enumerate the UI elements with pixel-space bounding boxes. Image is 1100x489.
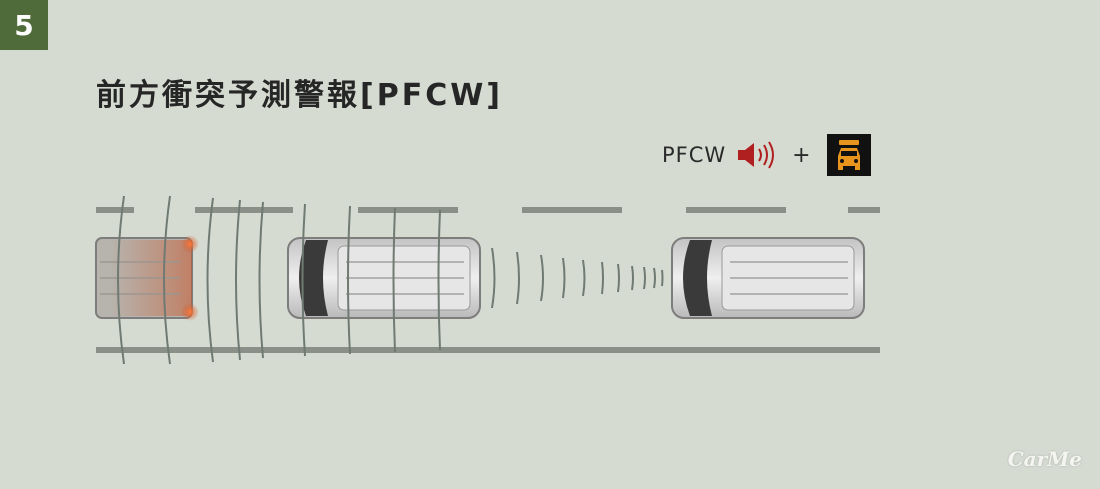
carme-watermark-logo: CarMe — [1007, 447, 1082, 471]
legend-plus: + — [792, 142, 811, 168]
speaker-sound-icon — [738, 141, 775, 169]
front-vehicle — [671, 237, 865, 319]
dash-6 — [848, 207, 880, 213]
dash-1 — [96, 207, 134, 213]
alert-legend: PFCW + — [662, 134, 871, 176]
radar-waves-front — [491, 247, 664, 309]
dash-2 — [195, 207, 293, 213]
dash-3 — [358, 207, 458, 213]
rear-vehicle — [95, 235, 199, 321]
legend-label: PFCW — [662, 143, 727, 167]
own-vehicle — [287, 237, 481, 319]
lane-markings — [96, 207, 880, 353]
step-number: 5 — [14, 8, 34, 42]
step-number-badge: 5 — [0, 0, 48, 50]
diagram-title: 前方衝突予測警報[PFCW] — [96, 78, 504, 113]
brake-light-bottom — [181, 303, 199, 321]
car-warning-indicator-icon — [826, 134, 871, 176]
radar-waves-rear — [117, 195, 441, 365]
solid-lane-line — [96, 347, 880, 353]
brake-light-top — [181, 235, 199, 253]
dash-5 — [686, 207, 786, 213]
dash-4 — [522, 207, 622, 213]
